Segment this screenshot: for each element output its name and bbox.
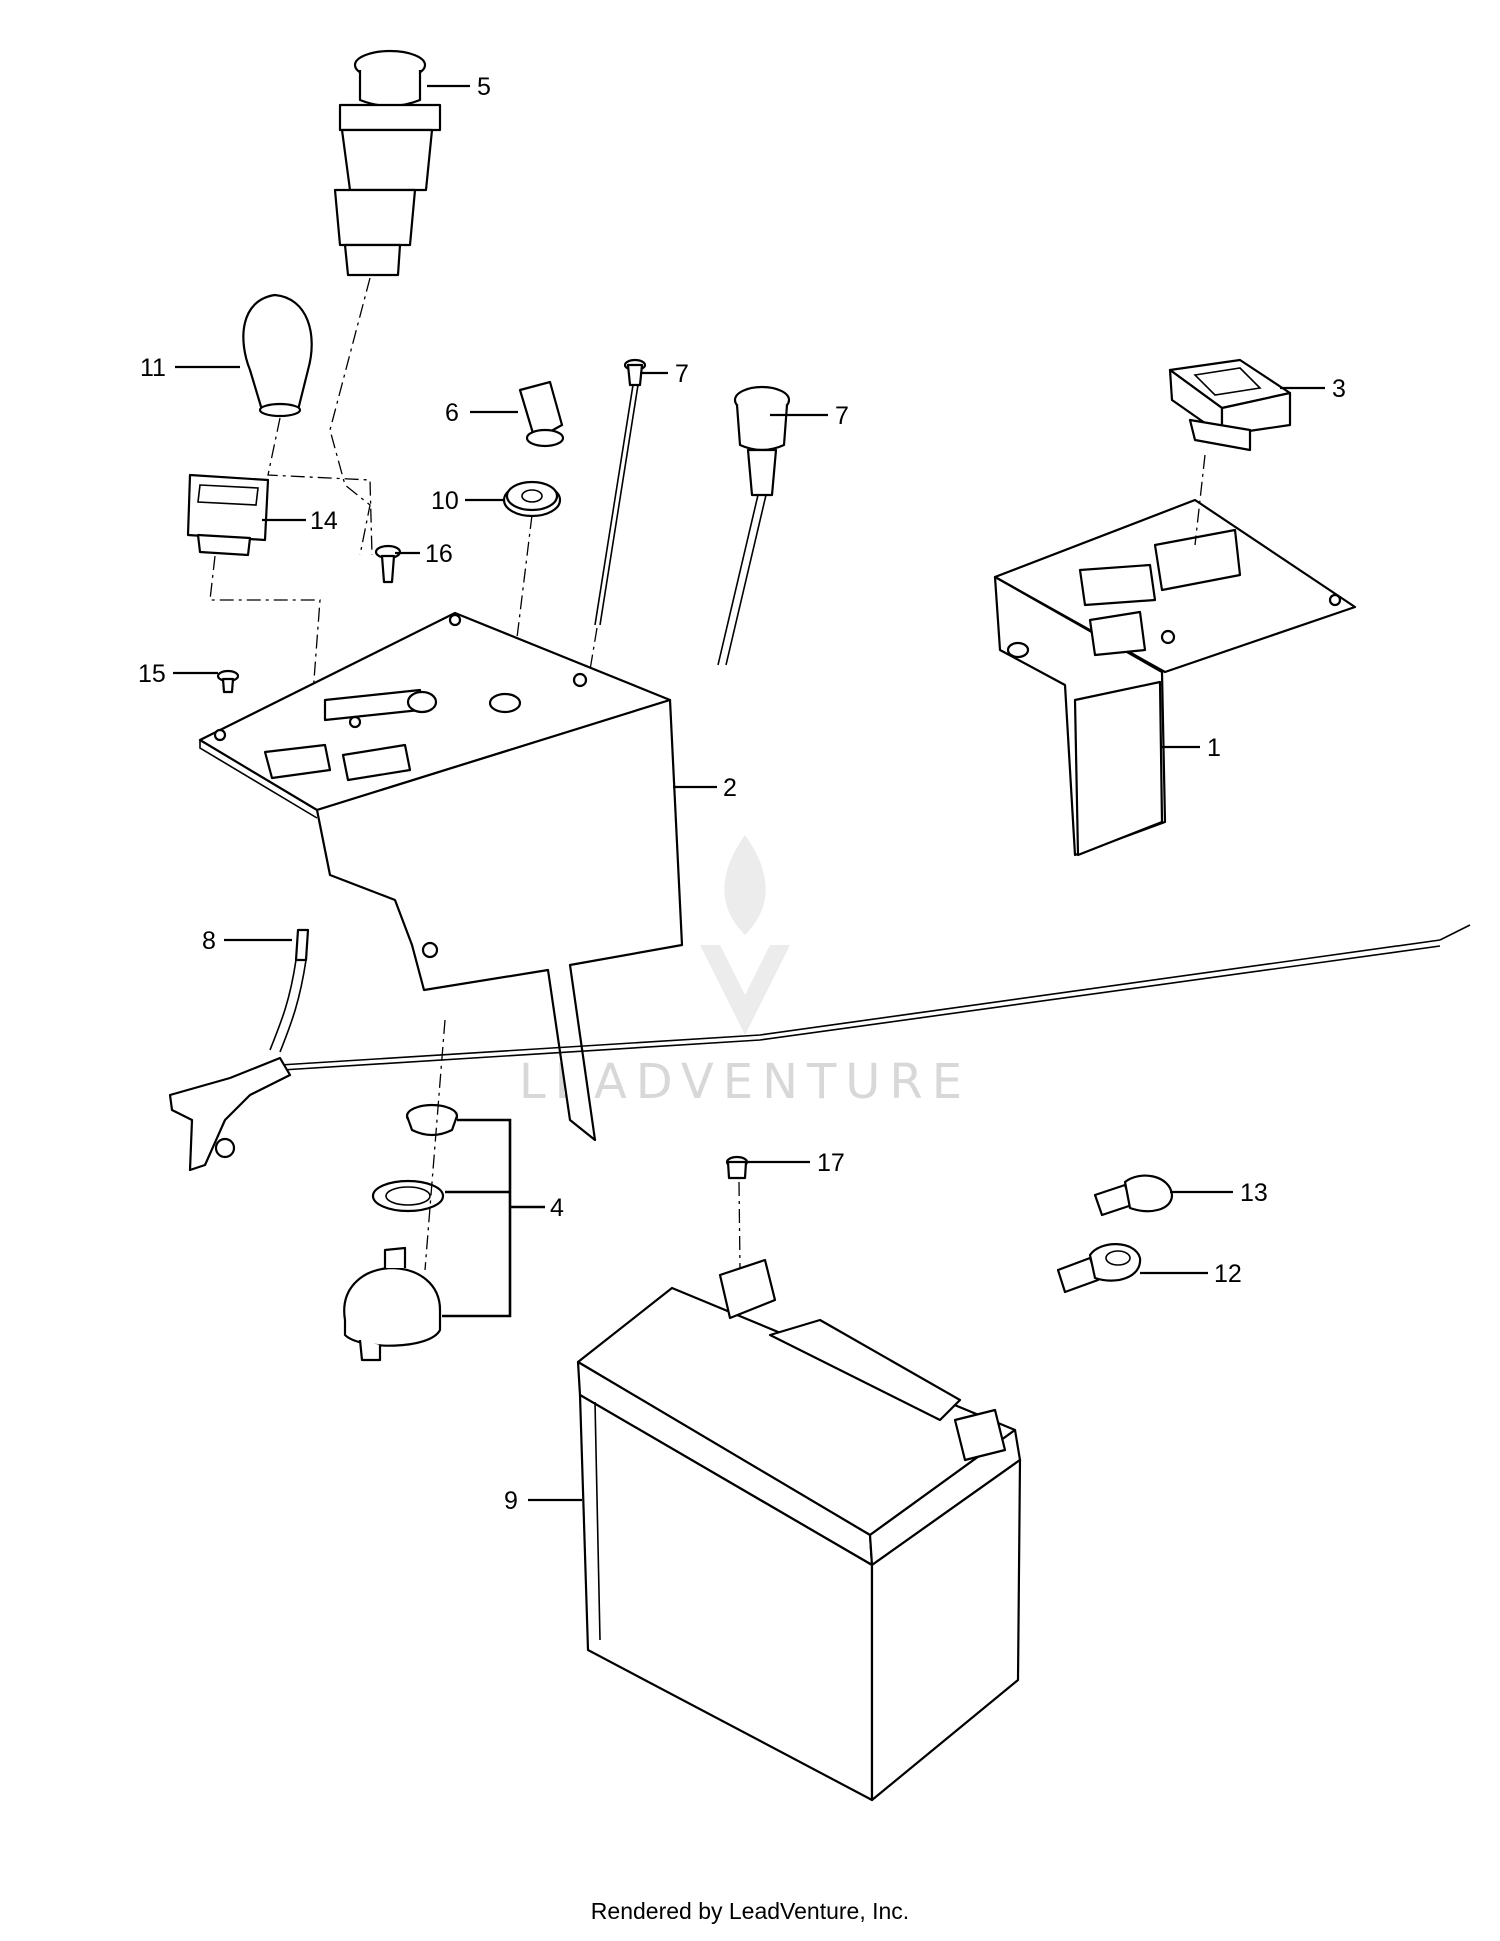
grommet-part-10 — [502, 480, 562, 518]
callout-15: 15 — [138, 660, 166, 688]
callout-7b: 7 — [835, 402, 849, 430]
terminal-cover-part-13 — [1093, 1174, 1174, 1217]
leader-lines — [173, 84, 1325, 1502]
callout-9: 9 — [504, 1487, 518, 1515]
callout-14: 14 — [310, 507, 338, 535]
callout-4: 4 — [550, 1194, 564, 1222]
watermark-text: LEADVENTURE — [519, 1054, 971, 1110]
throttle-cable-part-7b — [717, 385, 791, 666]
callout-2: 2 — [723, 774, 737, 802]
leadventure-watermark: LEADVENTURE — [519, 835, 971, 1110]
bolt-part-17 — [725, 1155, 749, 1180]
footer-credit: Rendered by LeadVenture, Inc. — [590, 1898, 910, 1924]
callout-3: 3 — [1332, 375, 1346, 403]
choke-cable-part-7a — [594, 358, 647, 626]
callout-11: 11 — [140, 354, 166, 382]
knob-part-6 — [518, 380, 565, 448]
callout-16: 16 — [425, 540, 453, 568]
push-switch-part-5 — [333, 49, 442, 277]
callout-labels: 5 11 6 7 7 3 10 14 16 15 2 1 8 4 17 13 1… — [138, 73, 1346, 1515]
cable-part-8 — [168, 924, 1471, 1172]
callout-17: 17 — [817, 1149, 845, 1177]
callout-6: 6 — [445, 399, 459, 427]
screw-part-15 — [216, 669, 240, 694]
callout-8: 8 — [202, 927, 216, 955]
battery-part-9 — [576, 1258, 1022, 1802]
screw-part-16 — [374, 544, 402, 584]
callout-7a: 7 — [675, 360, 689, 388]
terminal-cover-part-12 — [1056, 1243, 1142, 1294]
dash-panel-part-2 — [198, 611, 684, 1142]
callout-5: 5 — [477, 73, 491, 101]
ignition-switch-part-4 — [343, 1103, 459, 1362]
switch-part-3 — [1168, 358, 1292, 452]
callout-1: 1 — [1207, 734, 1221, 762]
callout-13: 13 — [1240, 1179, 1268, 1207]
callout-10: 10 — [431, 487, 459, 515]
bracket-part-1 — [993, 498, 1357, 857]
knob-part-11 — [242, 293, 313, 418]
switch-part-14 — [186, 473, 270, 557]
callout-12: 12 — [1214, 1260, 1242, 1288]
